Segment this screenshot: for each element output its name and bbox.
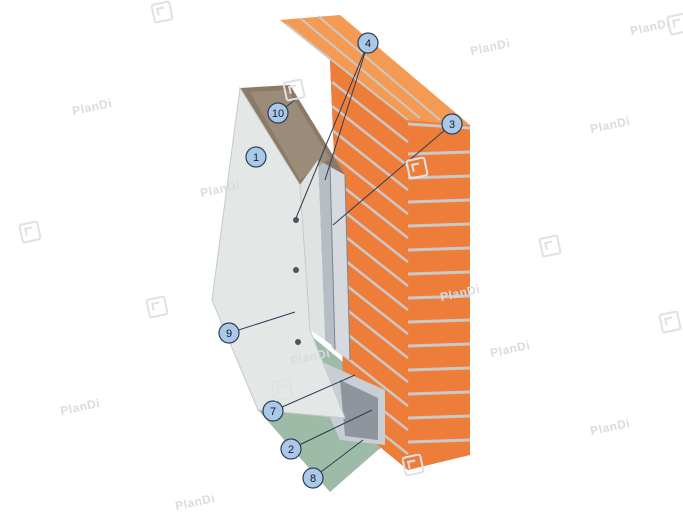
watermark-logo-icon: [282, 78, 306, 102]
gypsum-board: [211, 86, 346, 419]
callout-circle: [245, 146, 267, 168]
callout-circle: [218, 322, 240, 344]
mortar-top: [285, 23, 409, 121]
mortar-course-front: [407, 294, 471, 300]
insulation-edge: [300, 160, 325, 340]
callout-10: 10: [267, 102, 289, 124]
callout-circle: [262, 400, 284, 422]
callout-7: 7: [262, 400, 284, 422]
watermark-logo-icon: [658, 310, 682, 334]
mortar-course-front: [407, 222, 471, 228]
watermark-logo-icon: [666, 12, 683, 36]
mortar-course-front: [407, 366, 471, 372]
callout-leaders: [228, 42, 453, 479]
callout-label: 2: [288, 444, 294, 456]
watermark-logo-icon: [150, 0, 174, 24]
callout-label: 7: [270, 406, 276, 418]
callout-label: 1: [253, 152, 259, 164]
callout-circle: [302, 467, 324, 489]
mortar-course-front: [407, 246, 471, 252]
brick-wall-front: [330, 60, 470, 470]
board-screws: [293, 217, 301, 345]
callout-4: 4: [357, 32, 379, 54]
mortar-course-side: [331, 81, 409, 143]
callout-3: 3: [441, 113, 463, 135]
watermark-logo-icon: [401, 453, 425, 477]
callout-1: 1: [245, 146, 267, 168]
mortar-course-front: [407, 438, 471, 444]
mortar-course-front: [407, 270, 471, 276]
watermark-logo-icon: [405, 156, 429, 180]
mortar-course-front: [407, 414, 471, 420]
callout-8: 8: [302, 467, 324, 489]
mortar-course-front: [407, 150, 471, 156]
watermark-logo-icon: [538, 234, 562, 258]
mortar-course-front: [407, 198, 471, 204]
watermark-logo-icon: [145, 295, 169, 319]
callout-2: 2: [280, 438, 302, 460]
metal-profile-bottom-inner: [340, 380, 378, 440]
callout-label: 8: [310, 473, 316, 485]
callout-circle: [357, 32, 379, 54]
mortar-course-front: [407, 390, 471, 396]
watermark-logo-icon: [18, 220, 42, 244]
profile-edge-2: [344, 174, 351, 361]
brick-wall-top: [280, 15, 470, 125]
callout-circle: [441, 113, 463, 135]
mortar-course-front: [407, 342, 471, 348]
mortar-course-side: [331, 129, 409, 191]
mortar-course-side: [331, 153, 409, 215]
mortar-course-front: [407, 318, 471, 324]
callout-circle: [267, 102, 289, 124]
callout-9: 9: [218, 322, 240, 344]
callout-label: 3: [449, 119, 455, 131]
watermark-logo-icon: [270, 378, 294, 402]
callout-circle: [280, 438, 302, 460]
callout-label: 9: [226, 328, 232, 340]
mortar-top: [317, 15, 441, 121]
callout-label: 10: [272, 108, 284, 120]
callout-group: 1 2 3 4 7 8 9 10: [218, 32, 463, 489]
callout-label: 4: [365, 38, 371, 50]
profile-edge-1: [329, 165, 336, 351]
